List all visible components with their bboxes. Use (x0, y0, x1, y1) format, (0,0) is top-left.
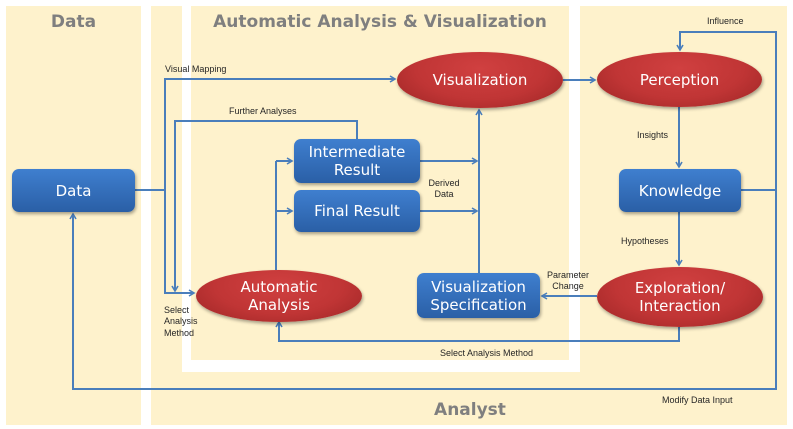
edge-further-analyses (171, 120, 358, 293)
data-node-label: Data (55, 181, 92, 200)
visualization-label: Visualization (432, 71, 528, 89)
exploration-interaction-node: Exploration/ Interaction (597, 267, 763, 327)
label-parameter-line2: Change (552, 281, 584, 292)
intermediate-result-node: Intermediate Result (294, 139, 420, 183)
edge-modify-data-input (69, 190, 777, 390)
label-visual-mapping: Visual Mapping (165, 64, 227, 74)
label-select-analysis-method-left: Select Analysis Method (164, 305, 198, 339)
analyst-panel-title: Analyst (434, 400, 506, 420)
edge-influence (676, 31, 777, 190)
visualization-spec-line2: Specification (430, 295, 527, 314)
data-node: Data (12, 169, 135, 212)
intermediate-result-line1: Intermediate (308, 143, 406, 161)
label-parameter-change: Parameter Change (544, 270, 592, 293)
label-insights: Insights (637, 130, 669, 140)
label-select-analysis-method: Select Analysis Method (440, 348, 534, 358)
label-further-analyses: Further Analyses (229, 106, 297, 116)
perception-label: Perception (639, 70, 720, 89)
exploration-line2: Interaction (639, 297, 721, 315)
label-derived-line2: Data (434, 189, 454, 200)
automatic-analysis-line2: Analysis (248, 296, 310, 314)
label-derived-line1: Derived (428, 178, 460, 188)
knowledge-node: Knowledge (619, 169, 741, 212)
label-modify-data-input: Modify Data Input (662, 395, 733, 405)
perception-node: Perception (597, 52, 762, 107)
edge-select-method (164, 190, 196, 297)
label-parameter-line1: Parameter (546, 270, 590, 280)
label-hypotheses: Hypotheses (621, 236, 669, 246)
label-derived-data: Derived Data (426, 178, 462, 201)
visualization-spec-line1: Visualization (431, 277, 526, 296)
final-result-node: Final Result (294, 190, 420, 232)
knowledge-label: Knowledge (638, 181, 722, 200)
automatic-panel-title: Automatic Analysis & Visualization (213, 12, 547, 32)
label-select-line3: Method (164, 327, 195, 338)
automatic-analysis-line1: Automatic (240, 278, 318, 296)
label-influence: Influence (707, 16, 744, 26)
label-select-line2: Analysis (164, 316, 198, 327)
automatic-analysis-node: Automatic Analysis (196, 270, 362, 322)
label-select-line1: Select (164, 305, 190, 315)
edge-select-analysis-method (275, 320, 680, 342)
data-panel-title: Data (50, 12, 97, 32)
visualization-node: Visualization (397, 52, 563, 108)
exploration-line1: Exploration/ (634, 279, 726, 297)
intermediate-result-line2: Result (333, 161, 381, 179)
visualization-specification-node: Visualization Specification (417, 273, 540, 318)
final-result-label: Final Result (314, 202, 400, 220)
